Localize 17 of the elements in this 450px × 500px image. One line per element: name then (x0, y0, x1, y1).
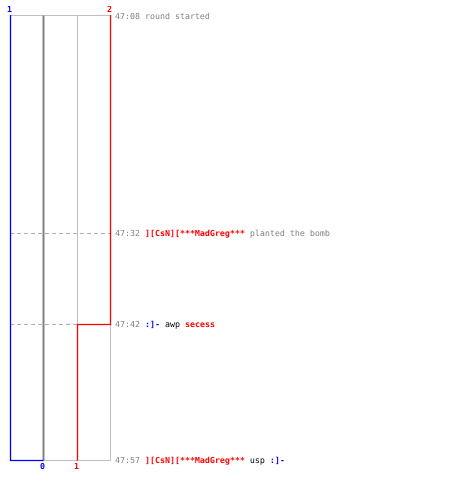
axis-label: 2 (107, 5, 112, 14)
player-name: ][CsN][***MadGreg*** (144, 455, 245, 465)
event-text: planted the bomb (250, 228, 330, 238)
weapon-name: usp (250, 455, 265, 465)
player-name: ][CsN][***MadGreg*** (144, 228, 245, 238)
timestamp: 47:42 (115, 319, 140, 329)
player-name: :]- (270, 455, 285, 465)
event-text: round started (144, 11, 210, 21)
axis-label: 1 (74, 462, 79, 471)
axis-label: 0 (40, 462, 45, 471)
timestamp: 47:32 (115, 228, 140, 238)
timestamp: 47:57 (115, 455, 140, 465)
timestamp: 47:08 (115, 11, 140, 21)
axis-label: 1 (7, 5, 12, 14)
player-name: :]- (144, 319, 160, 329)
weapon-name: awp (164, 319, 180, 329)
player-name: secess (184, 319, 215, 329)
